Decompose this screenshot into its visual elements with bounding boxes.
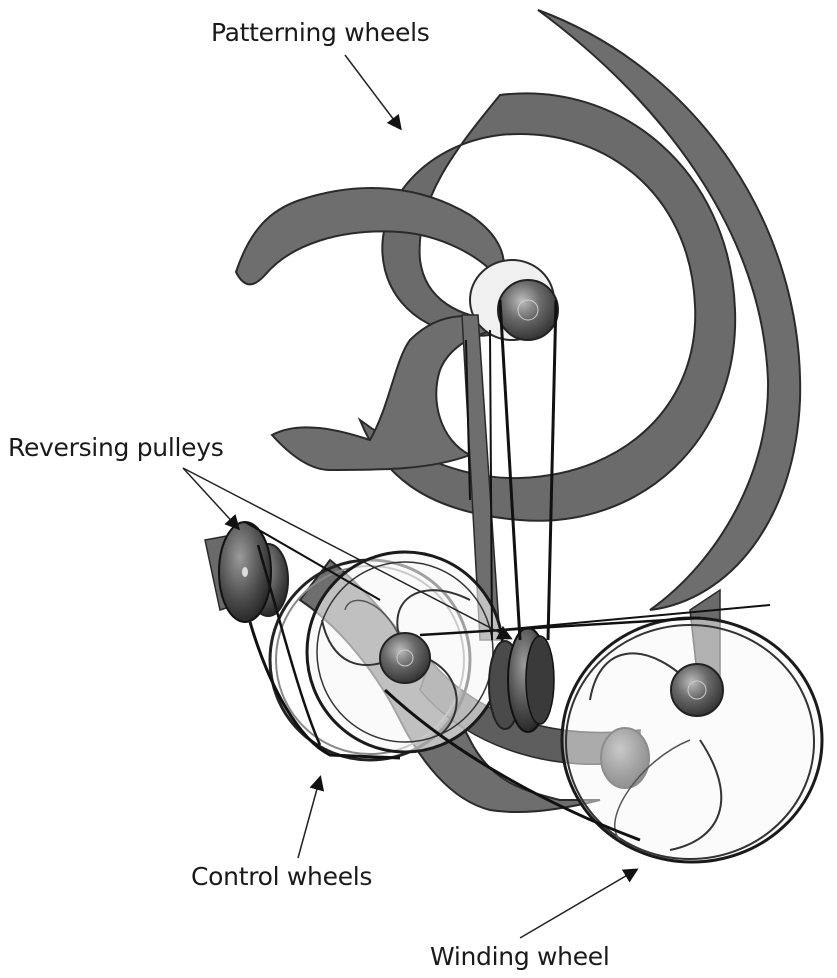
patterning-hub: [498, 280, 558, 340]
winding-wheel: [562, 590, 822, 862]
winding-hub: [671, 664, 723, 716]
arrow-reversing-1: [183, 468, 238, 528]
patterning-wheels: [236, 10, 800, 640]
label-control-wheels: Control wheels: [191, 862, 372, 891]
control-hub: [380, 633, 430, 683]
patterning-arm-left: [236, 188, 504, 284]
arrow-winding: [520, 870, 636, 938]
control-wheels: [270, 552, 503, 760]
label-winding-wheel: Winding wheel: [430, 942, 610, 971]
idler-pulleys: [489, 628, 554, 732]
label-reversing-pulleys: Reversing pulleys: [8, 433, 223, 462]
arrow-control: [298, 778, 320, 858]
label-patterning-wheels: Patterning wheels: [211, 18, 429, 47]
arrow-patterning: [345, 55, 400, 128]
